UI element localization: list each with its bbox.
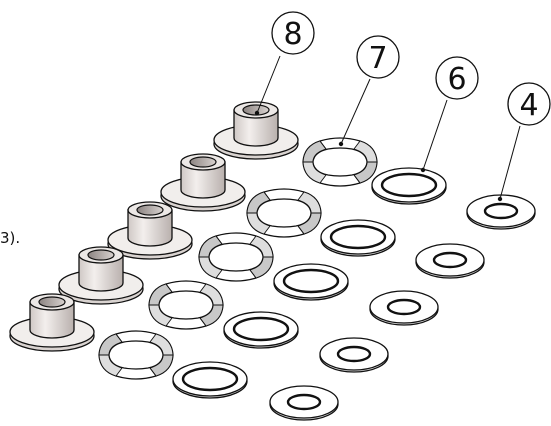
callout-label-8: 8 xyxy=(283,17,302,52)
flanged-bushing xyxy=(107,201,193,260)
small-washer xyxy=(268,384,340,422)
small-washer xyxy=(318,336,390,374)
callout-label-7: 7 xyxy=(368,41,387,76)
small-washer xyxy=(368,289,440,327)
large-washer xyxy=(370,166,448,206)
callout-6: 6 xyxy=(420,56,479,173)
large-washer xyxy=(171,360,249,400)
large-washer xyxy=(319,218,397,258)
large-washer xyxy=(222,310,300,350)
small-washer xyxy=(414,242,486,280)
callout-label-4: 4 xyxy=(519,88,538,123)
callout-7: 7 xyxy=(338,35,400,147)
edge-text: 3). xyxy=(0,229,20,247)
cushion-pad xyxy=(98,330,174,380)
large-washer xyxy=(272,262,350,302)
callout-label-6: 6 xyxy=(447,62,466,97)
cushion-pad xyxy=(246,188,322,238)
callout-8: 8 xyxy=(254,11,315,116)
flanged-bushing xyxy=(213,101,299,160)
cushion-pad xyxy=(198,232,274,282)
cushion-pad xyxy=(148,280,224,330)
flanged-bushing xyxy=(160,153,246,212)
callout-4: 4 xyxy=(497,82,551,202)
